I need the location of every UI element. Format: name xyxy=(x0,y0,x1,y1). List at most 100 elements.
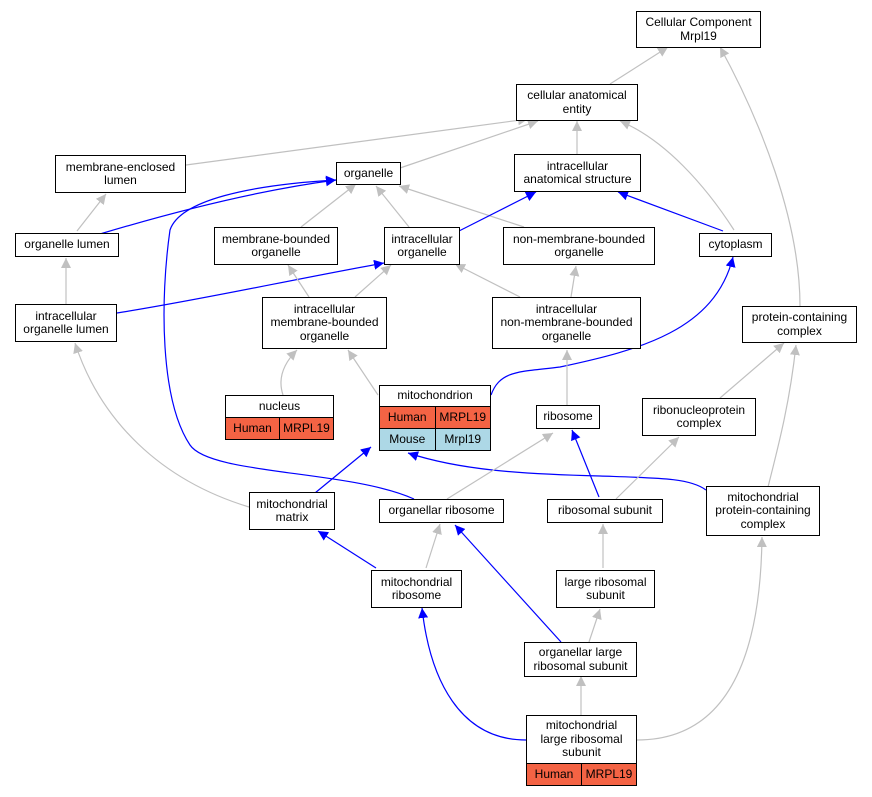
edge-mitochondrial-large-ribosomal-subunit-to-mitochondrial-ribosome xyxy=(418,607,527,741)
node-label-line: cytoplasm xyxy=(708,237,763,252)
node-label-line: mitochondrial xyxy=(256,496,328,511)
node-label-line: organellar ribosome xyxy=(388,503,495,518)
node-label: ribosomal subunit xyxy=(548,500,662,522)
edge-mitochondrion-to-intracellular-membrane-bounded-organelle xyxy=(347,349,379,396)
node-label-line: entity xyxy=(562,101,592,116)
node-label-line: large ribosomal xyxy=(540,731,623,746)
edge-cytoplasm-to-cellular-anatomical-entity xyxy=(619,120,735,231)
edge-protein-containing-complex-to-cellular-component xyxy=(719,46,801,307)
edge-organelle-lumen-to-organelle xyxy=(99,176,337,235)
node-ribosomal-subunit[interactable]: ribosomal subunit xyxy=(547,499,663,523)
node-label-line: organelle xyxy=(251,245,301,259)
edge-organellar-large-ribosomal-subunit-to-large-ribosomal-subunit xyxy=(588,608,602,643)
node-label-line: mitochondrion xyxy=(397,388,473,403)
annotation-species: Human xyxy=(534,766,574,781)
node-label-line: organelle xyxy=(343,165,394,180)
node-label-line: mitochondrial xyxy=(545,718,618,733)
node-label-line: ribosomal subunit xyxy=(557,503,653,518)
node-label-line: subunit xyxy=(562,745,601,760)
node-label-line: organelle lumen xyxy=(23,322,109,336)
node-label-line: organellar large xyxy=(538,645,623,659)
edge-non-membrane-bounded-organelle-to-organelle xyxy=(398,184,525,228)
edge-mitochondrial-protein-containing-complex-to-mitochondrion xyxy=(407,451,707,491)
node-label-line: intracellular xyxy=(35,308,97,323)
node-label: mitochondrion xyxy=(380,386,490,406)
node-label-line: Mrpl19 xyxy=(680,28,717,43)
annotation-species: Mouse xyxy=(389,431,426,446)
node-label-line: organelle xyxy=(397,245,447,259)
node-label-line: non-membrane-bounded xyxy=(500,315,633,330)
node-label-line: cellular anatomical xyxy=(527,88,627,102)
edge-membrane-enclosed-lumen-to-cellular-anatomical-entity xyxy=(185,115,529,166)
node-cytoplasm[interactable]: cytoplasm xyxy=(699,233,772,257)
node-label-line: intracellular xyxy=(546,158,609,173)
node-label-line: complex xyxy=(740,516,786,531)
edge-mitochondrial-matrix-to-intracellular-organelle-lumen xyxy=(73,342,250,508)
node-label-line: large ribosomal xyxy=(564,574,647,589)
edge-nucleus-to-intracellular-membrane-bounded-organelle xyxy=(280,349,298,396)
node-organelle-lumen[interactable]: organelle lumen xyxy=(15,233,119,257)
edge-ribosomal-subunit-to-ribosome xyxy=(571,429,600,498)
node-label-line: protein-containing xyxy=(751,310,848,324)
node-label-line: membrane-bounded xyxy=(221,231,331,246)
node-label-line: membrane-enclosed xyxy=(65,159,176,174)
edge-organellar-ribosome-to-ribosome xyxy=(446,432,554,500)
edge-intracellular-membrane-bounded-organelle-to-intracellular-organelle xyxy=(354,264,392,298)
node-label-line: nucleus xyxy=(258,398,301,413)
node-label-line: complex xyxy=(777,323,822,338)
node-organelle[interactable]: organelle xyxy=(336,162,401,185)
node-ribosome[interactable]: ribosome xyxy=(536,405,600,429)
edge-membrane-bounded-organelle-to-organelle xyxy=(300,183,357,228)
edge-organellar-ribosome-to-organelle xyxy=(163,175,415,500)
node-label-line: ribosome xyxy=(391,588,442,602)
node-label-line: organelle xyxy=(554,245,604,259)
node-label: ribosome xyxy=(537,406,599,428)
edge-mitochondrial-protein-containing-complex-to-protein-containing-complex xyxy=(767,344,800,488)
node-label: organelle lumen xyxy=(16,234,118,256)
edge-intracellular-organelle-lumen-to-intracellular-organelle xyxy=(116,259,385,314)
edge-organellar-large-ribosomal-subunit-to-organellar-ribosome xyxy=(454,524,562,643)
node-label-line: intracellular xyxy=(535,301,598,316)
node-label: nucleus xyxy=(226,396,333,417)
annotation-row-human: Human MRPL19 xyxy=(380,406,490,428)
node-label-line: matrix xyxy=(275,510,309,524)
edge-organelle-lumen-to-membrane-enclosed-lumen xyxy=(76,193,107,232)
edge-intracellular-non-membrane-bounded-organelle-to-intracellular-organelle xyxy=(454,263,521,298)
annotation-species: Human xyxy=(387,409,427,424)
node-label-line: lumen xyxy=(104,173,137,187)
node-organellar-ribosome[interactable]: organellar ribosome xyxy=(379,499,504,523)
annotation-gene: MRPL19 xyxy=(434,407,491,428)
